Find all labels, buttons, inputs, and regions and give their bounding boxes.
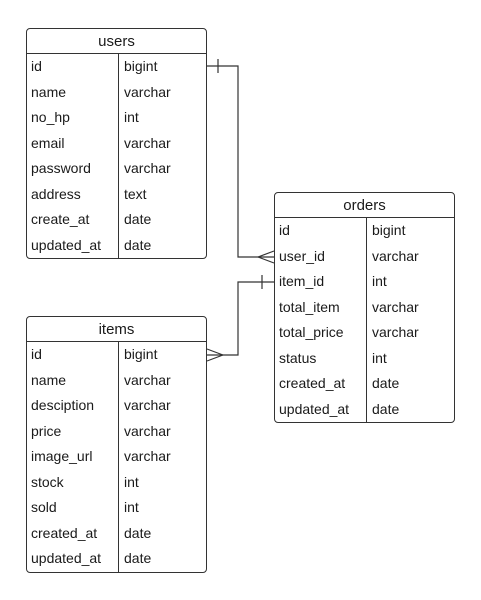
column-type: varchar [124, 134, 171, 151]
table-row[interactable]: updated_at date [275, 397, 454, 423]
table-row[interactable]: id bigint [27, 342, 206, 368]
table-row[interactable]: email varchar [27, 131, 206, 157]
users-table-title: users [27, 29, 206, 54]
column-type: varchar [124, 397, 171, 413]
column-name: stock [31, 473, 64, 490]
column-type: date [372, 375, 400, 391]
table-row[interactable]: created_at date [27, 521, 206, 547]
column-type: varchar [124, 422, 171, 439]
column-type: date [124, 236, 152, 253]
table-row[interactable]: id bigint [275, 218, 454, 244]
column-type: varchar [124, 83, 171, 100]
column-type: varchar [124, 371, 171, 388]
column-type: varchar [372, 298, 419, 315]
crows-foot-marker [206, 348, 224, 356]
table-row[interactable]: password varchar [27, 156, 206, 182]
table-row[interactable]: name varchar [27, 80, 206, 106]
crows-foot-marker [257, 256, 275, 264]
column-type: bigint [372, 222, 406, 238]
column-name: created_at [31, 524, 98, 541]
column-type: int [372, 349, 387, 366]
table-row[interactable]: updated_at date [27, 233, 206, 259]
table-row[interactable]: image_url varchar [27, 444, 206, 470]
column-name: id [279, 222, 290, 238]
column-name: item_id [279, 273, 325, 289]
column-name: total_price [279, 324, 344, 340]
column-type: int [124, 109, 139, 125]
table-row[interactable]: price varchar [27, 419, 206, 445]
column-name: name [31, 371, 67, 388]
column-name: sold [31, 499, 57, 515]
column-divider [366, 218, 367, 422]
users-table[interactable]: users id bigint name varchar no_hp int emai… [26, 28, 207, 259]
table-row[interactable]: updated_at date [27, 546, 206, 572]
column-divider [118, 54, 119, 258]
connector-line [207, 281, 274, 356]
column-name: password [31, 160, 91, 176]
orders-table-title: orders [275, 193, 454, 218]
column-name: updated_at [31, 236, 102, 253]
table-row[interactable]: no_hp int [27, 105, 206, 131]
column-name: email [31, 134, 65, 151]
column-name: desciption [31, 397, 95, 413]
column-type: int [372, 273, 387, 289]
column-name: updated_at [279, 400, 350, 417]
column-name: created_at [279, 375, 346, 391]
table-row[interactable]: status int [275, 346, 454, 372]
table-row[interactable]: address text [27, 182, 206, 208]
column-type: bigint [124, 58, 158, 74]
table-row[interactable]: id bigint [27, 54, 206, 80]
table-row[interactable]: desciption varchar [27, 393, 206, 419]
column-type: date [124, 211, 152, 227]
column-type: varchar [372, 324, 419, 340]
table-row[interactable]: create_at date [27, 207, 206, 233]
column-type: date [124, 524, 152, 541]
column-type: text [124, 185, 147, 202]
items-table-title: items [27, 317, 206, 342]
column-name: address [31, 185, 81, 202]
column-name: updated_at [31, 550, 102, 566]
column-type: date [372, 400, 400, 417]
column-type: date [124, 550, 152, 566]
table-row[interactable]: created_at date [275, 371, 454, 397]
column-type: varchar [124, 160, 171, 176]
items-table[interactable]: items id bigint name varchar desciption var… [26, 316, 207, 573]
column-name: no_hp [31, 109, 70, 125]
users-table-columns: id bigint name varchar no_hp int email varch… [27, 54, 206, 258]
table-row[interactable]: total_price varchar [275, 320, 454, 346]
column-name: status [279, 349, 317, 366]
table-row[interactable]: sold int [27, 495, 206, 521]
column-divider [118, 342, 119, 572]
column-name: price [31, 422, 62, 439]
table-row[interactable]: item_id int [275, 269, 454, 295]
column-name: id [31, 58, 42, 74]
column-name: id [31, 346, 42, 362]
column-type: int [124, 473, 139, 490]
column-name: user_id [279, 247, 325, 264]
connector-line [207, 65, 274, 258]
crows-foot-marker [257, 250, 275, 258]
crows-foot-marker [206, 354, 224, 362]
items-table-columns: id bigint name varchar desciption varchar p… [27, 342, 206, 572]
column-name: image_url [31, 448, 93, 464]
column-name: name [31, 83, 67, 100]
column-name: create_at [31, 211, 90, 227]
relationship-items-orders[interactable] [206, 275, 274, 362]
column-type: varchar [372, 247, 419, 264]
column-type: int [124, 499, 139, 515]
column-type: varchar [124, 448, 171, 464]
table-row[interactable]: total_item varchar [275, 295, 454, 321]
table-row[interactable]: stock int [27, 470, 206, 496]
table-row[interactable]: user_id varchar [275, 244, 454, 270]
column-name: total_item [279, 298, 340, 315]
relationship-users-orders[interactable] [207, 59, 275, 264]
column-type: bigint [124, 346, 158, 362]
table-row[interactable]: name varchar [27, 368, 206, 394]
